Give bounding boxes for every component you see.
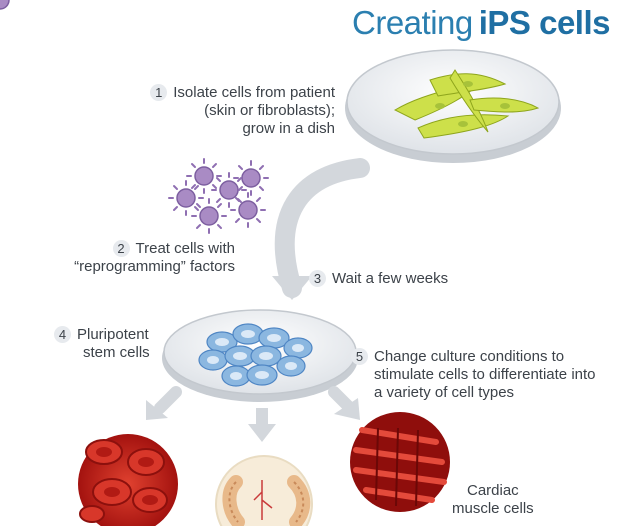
step-3-line-1: Wait a few weeks (332, 270, 449, 287)
step-2-number: 2 (112, 240, 130, 257)
title-bold: iPS cells (478, 4, 611, 41)
red-blood-cells-image (78, 434, 178, 526)
step-4-number: 4 (54, 326, 71, 343)
step-4: 4 Pluripotent stem cells (54, 326, 150, 362)
title-light: Creating (352, 4, 473, 41)
step-1: 1 Isolate cells from patient (skin or fib… (137, 84, 335, 138)
curved-arrow-down (272, 158, 370, 300)
step-4-line-2: stem cells (83, 344, 150, 361)
step-2-line-1: Treat cells with (135, 240, 235, 257)
step-5-line-3: a variety of cell types (374, 384, 515, 401)
petri-dish-stem-cells (162, 309, 358, 402)
cardiac-label: Cardiac muscle cells (452, 482, 534, 518)
step-3: 3 Wait a few weeks (309, 270, 448, 288)
step-2: 2 Treat cells with “reprogramming” factor… (60, 240, 235, 276)
step-1-line-1: Isolate cells from patient (173, 84, 335, 101)
step-5-line-2: stimulate cells to differentiate into (374, 366, 596, 383)
step-5: 5 Change culture conditions to stimulate … (351, 348, 596, 402)
step-3-number: 3 (309, 270, 326, 287)
step-5-number: 5 (351, 348, 368, 365)
petri-dish-fibroblasts (345, 49, 561, 163)
step-2-line-2: “reprogramming” factors (74, 258, 235, 275)
step-4-line-1: Pluripotent (77, 326, 149, 343)
virus-spikes (168, 158, 269, 234)
step-1-number: 1 (150, 84, 168, 101)
step-1-line-2: (skin or fibroblasts); (204, 102, 335, 119)
cardiac-muscle-cells-image (350, 412, 450, 512)
intestinal-cells-image (215, 455, 313, 526)
step-1-line-3: grow in a dish (242, 120, 335, 137)
cardiac-label-line-1: Cardiac (467, 482, 519, 499)
reprogramming-factor-viruses (0, 0, 261, 226)
differentiation-arrows (146, 386, 360, 442)
step-5-line-1: Change culture conditions to (374, 348, 565, 365)
cardiac-label-line-2: muscle cells (452, 500, 534, 517)
